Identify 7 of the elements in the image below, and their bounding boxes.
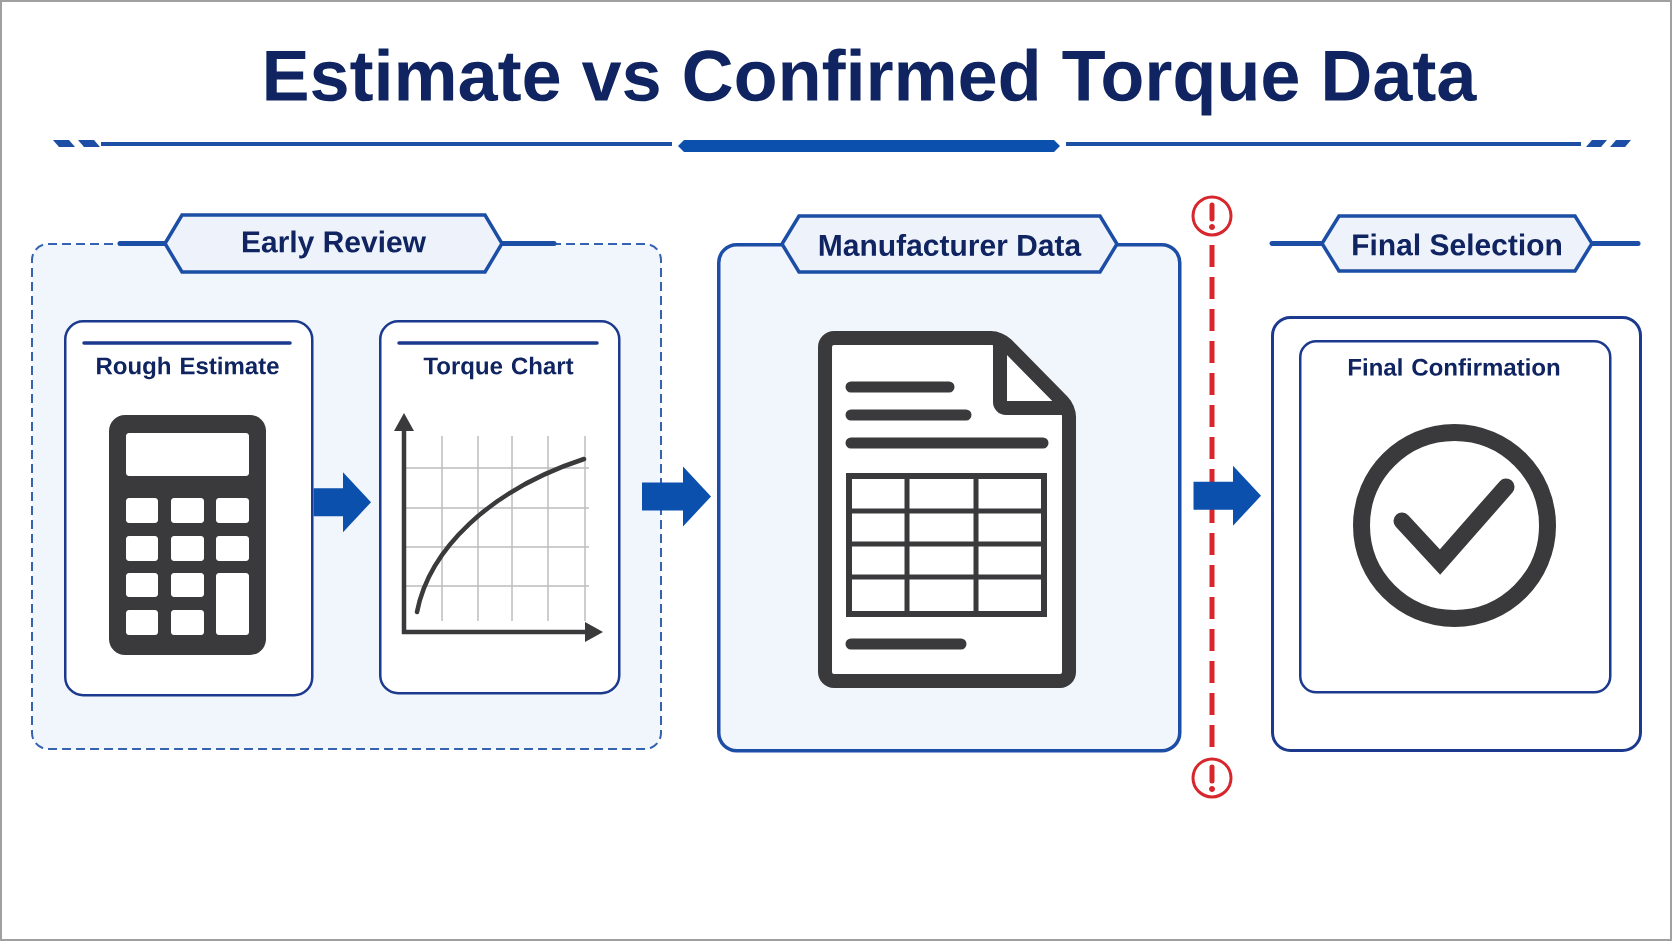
card-box: Torque Chart (379, 320, 621, 695)
heading-tab: Final Selection (1269, 214, 1641, 273)
heading-tab: Early Review (117, 213, 557, 274)
block-arrow (313, 472, 371, 533)
block-arrow (642, 466, 711, 527)
block-arrow (1193, 465, 1261, 526)
title: Estimate vs Confirmed Torque Data (266, 48, 1477, 116)
